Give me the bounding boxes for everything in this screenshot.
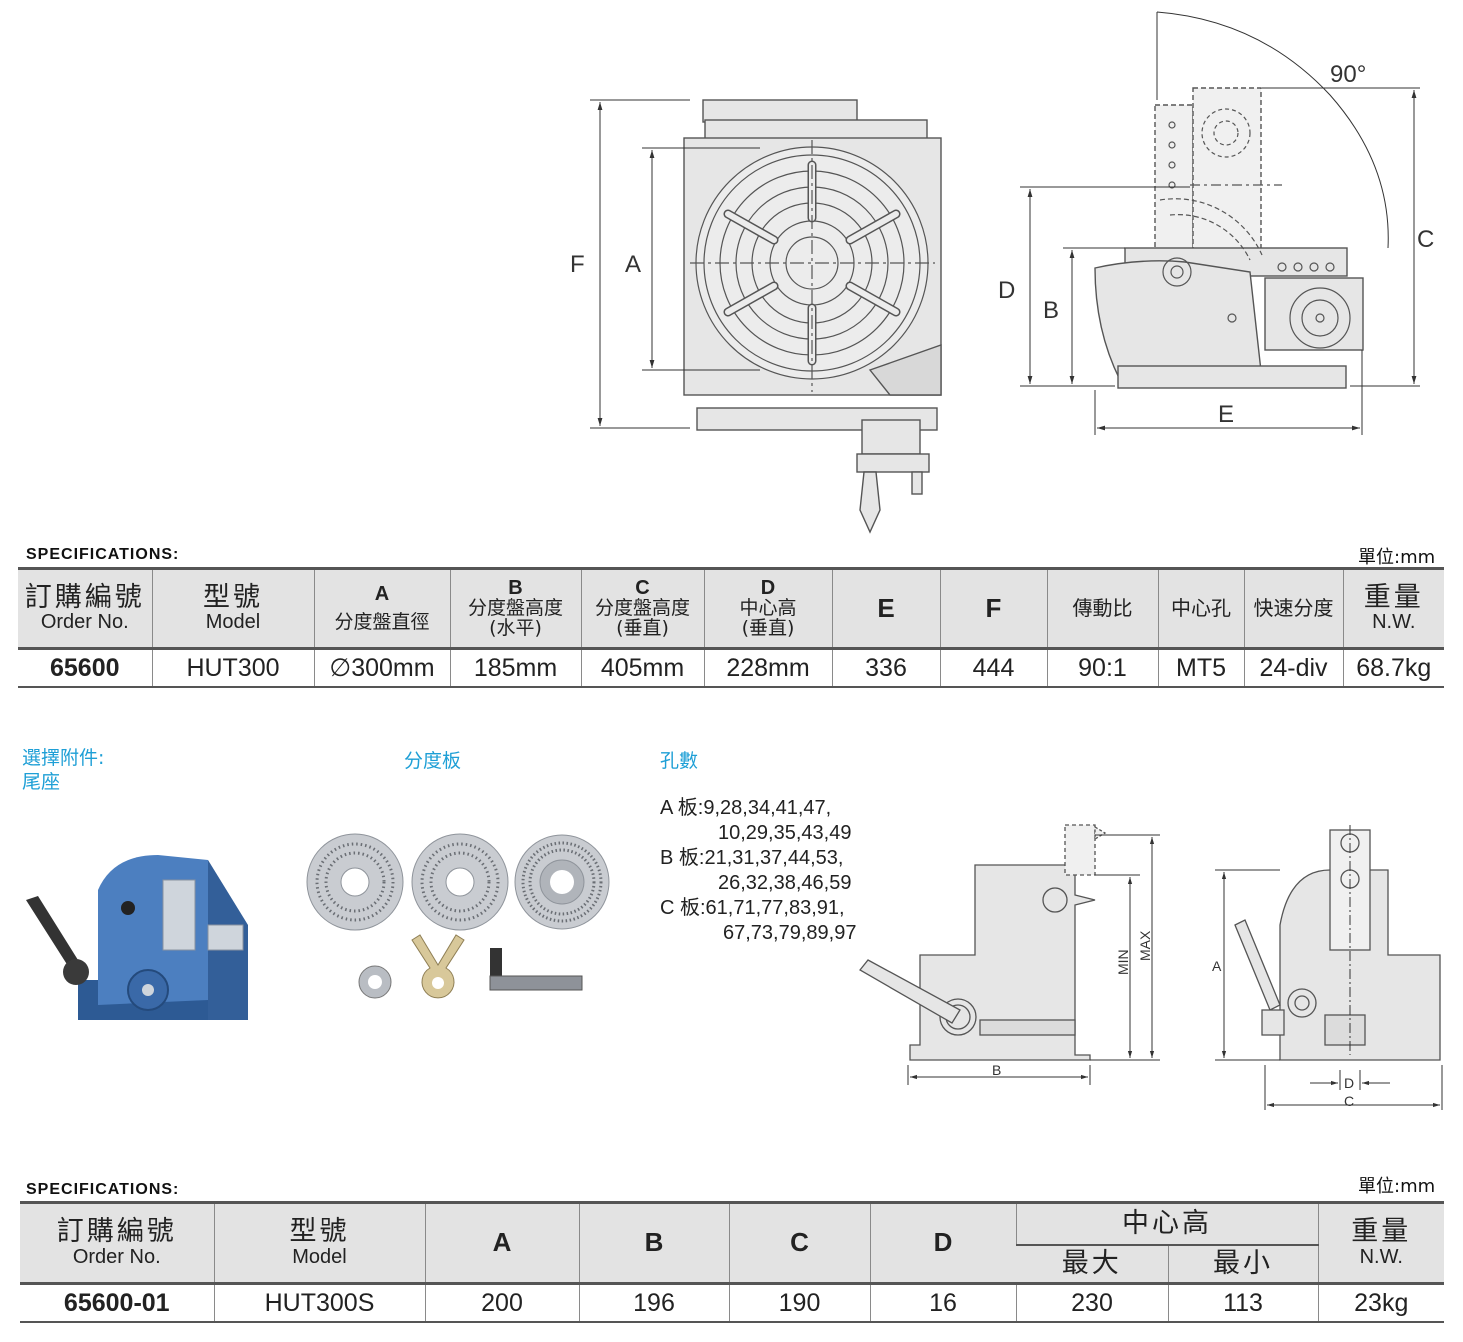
- rotary-table-drawing: F A: [570, 11, 1434, 534]
- cell-b: 185mm: [449, 648, 581, 688]
- side-dimensions: [1020, 11, 1420, 435]
- spec2-unit: 單位:mm: [1358, 1176, 1436, 1197]
- side-view-details: [1159, 108, 1351, 349]
- hdr-e: E: [831, 567, 940, 650]
- index-plate-c: [514, 834, 610, 930]
- hdr2-b: B: [578, 1201, 729, 1285]
- hdr-quick: 快速分度: [1243, 567, 1343, 650]
- cell-a: ∅300mm: [313, 648, 450, 688]
- index-plates-image: [306, 833, 610, 999]
- tailstock-label: 尾座: [22, 771, 61, 793]
- cell2-a: 200: [424, 1283, 579, 1323]
- cell2-weight: 23kg: [1317, 1283, 1444, 1323]
- index-plate-a: [306, 833, 404, 931]
- label-tail-d: D: [1344, 1075, 1354, 1091]
- table-row: 65600-01 HUT300S 200 196 190 16 230 113 …: [20, 1283, 1444, 1323]
- hdr2-d: D: [869, 1201, 1016, 1285]
- cell2-b: 196: [578, 1283, 729, 1323]
- cell-e: 336: [831, 648, 940, 688]
- hdr2-c: C: [728, 1201, 870, 1285]
- hole-count-list: A 板:9,28,34,41,47, 10,29,35,43,49 B 板:21…: [660, 797, 857, 944]
- cell-model: HUT300: [151, 648, 314, 688]
- cell-order: 65600: [18, 648, 152, 688]
- hdr-center-hole: 中心孔: [1157, 567, 1244, 650]
- hdr2-center-height: 中心高: [1015, 1201, 1318, 1246]
- tailstock-drawing: MIN MAX B A D C: [859, 824, 1443, 1110]
- cell2-min: 113: [1167, 1283, 1318, 1323]
- cell2-max: 230: [1015, 1283, 1168, 1323]
- cell-c: 405mm: [580, 648, 704, 688]
- cell-quick: 24-div: [1243, 648, 1343, 688]
- index-plate-b: [411, 833, 509, 931]
- label-tail-a: A: [1212, 958, 1222, 974]
- label-90: 90°: [1330, 61, 1366, 88]
- cell-ratio: 90:1: [1046, 648, 1158, 688]
- label-max: MAX: [1137, 930, 1153, 961]
- hdr2-max: 最大: [1016, 1245, 1168, 1285]
- cell2-order: 65600-01: [20, 1283, 214, 1323]
- label-a: A: [625, 251, 641, 278]
- label-f: F: [570, 251, 585, 278]
- label-b: B: [1043, 297, 1059, 324]
- spec1-unit: 單位:mm: [1358, 547, 1436, 568]
- hdr2-a: A: [424, 1201, 579, 1285]
- label-e: E: [1218, 401, 1234, 428]
- front-view-table: [690, 140, 935, 392]
- cell2-c: 190: [728, 1283, 870, 1323]
- index-plate-label: 分度板: [404, 750, 462, 772]
- cell2-d: 16: [869, 1283, 1016, 1323]
- optional-accessory-label: 選擇附件: 尾座: [22, 747, 105, 793]
- hole-count-label: 孔數: [660, 750, 699, 772]
- label-d: D: [998, 277, 1015, 304]
- side-view: [1094, 87, 1364, 389]
- hdr-ratio: 傳動比: [1046, 567, 1158, 650]
- label-c: C: [1417, 226, 1434, 253]
- tailstock-image: [26, 855, 248, 1020]
- cell-d: 228mm: [703, 648, 832, 688]
- spec1-title: SPECIFICATIONS:: [26, 546, 180, 563]
- table-row: 65600 HUT300 ∅300mm 185mm 405mm 228mm 33…: [18, 648, 1444, 688]
- cell-center-hole: MT5: [1157, 648, 1244, 688]
- cell-f: 444: [939, 648, 1047, 688]
- cell-weight: 68.7kg: [1342, 648, 1444, 688]
- front-dimensions: [590, 99, 760, 429]
- hdr-f: F: [939, 567, 1047, 650]
- spec2-title: SPECIFICATIONS:: [26, 1181, 180, 1198]
- label-tail-c: C: [1344, 1093, 1354, 1109]
- hdr2-min: 最小: [1167, 1245, 1318, 1285]
- label-min: MIN: [1115, 949, 1131, 975]
- cell2-model: HUT300S: [213, 1283, 425, 1323]
- label-tail-b: B: [992, 1062, 1001, 1078]
